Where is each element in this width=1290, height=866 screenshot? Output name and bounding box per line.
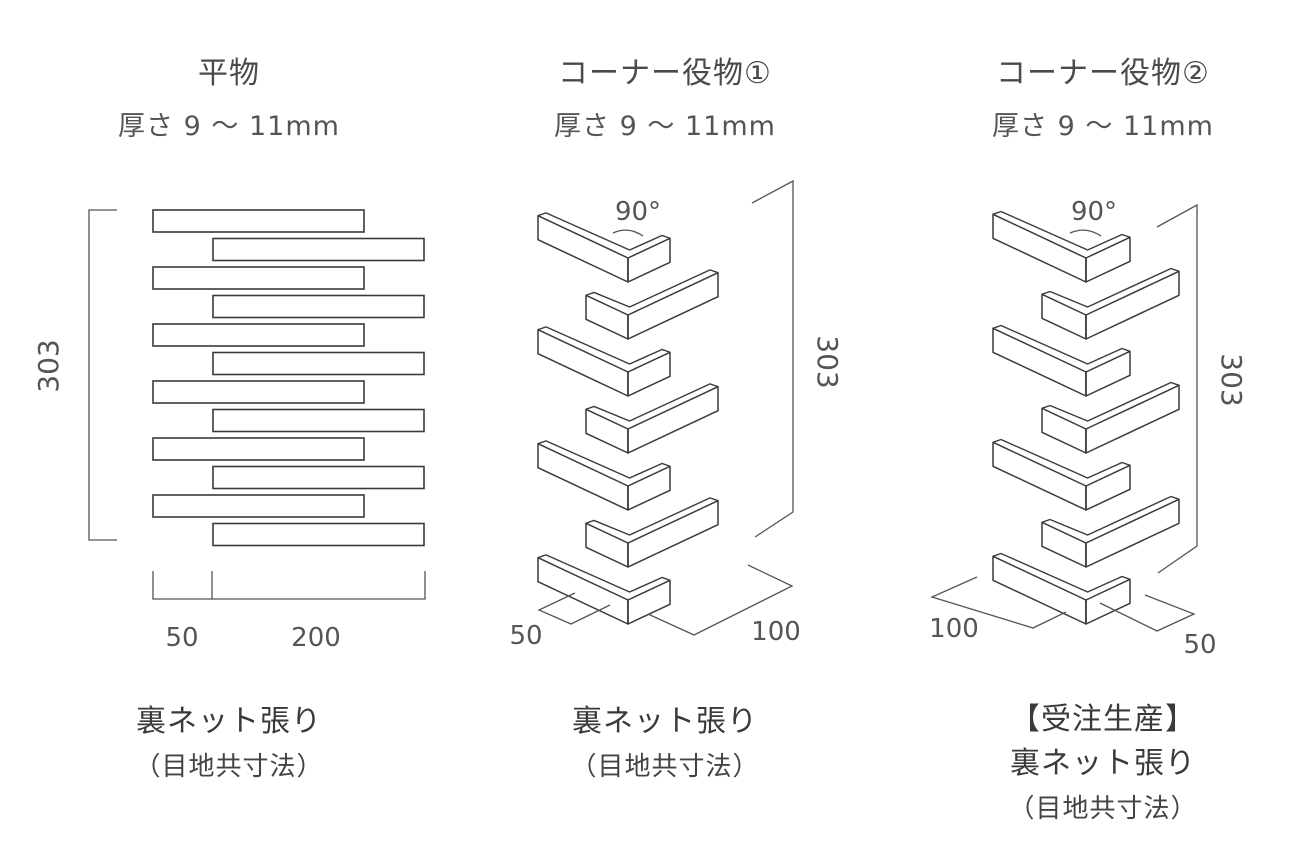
corner-1-left-label: 50 [509, 621, 542, 651]
corner-2-right-dimension [1099, 594, 1196, 632]
corner-brick-top-edge [992, 552, 1131, 593]
corner-brick-right-face [627, 237, 671, 283]
corner-brick-left-face [1041, 293, 1087, 340]
corner-brick-top-edge [585, 269, 719, 308]
corner-brick-right-face [627, 385, 719, 454]
corner-brick-right-face [1085, 464, 1131, 511]
corner-2-tile-stack [992, 210, 1180, 625]
panel-flat: 平物 厚さ 9 〜 11mm 裏ネット張り （目地共寸法） [14, 0, 444, 866]
flat-brick [212, 351, 425, 376]
panel-corner-1-footer-2: （目地共寸法） [570, 752, 760, 782]
corner-brick-left-face [992, 441, 1087, 511]
corner-brick-left-face [537, 442, 629, 511]
corner-brick-top-edge [1041, 381, 1180, 422]
panel-flat-thickness: 厚さ 9 〜 11mm [118, 111, 340, 142]
flat-tile-stack [152, 209, 425, 547]
panel-corner-1-footer-1: 裏ネット張り [572, 704, 758, 739]
corner-brick-top-edge [992, 324, 1131, 365]
corner-1-right-label: 100 [751, 617, 801, 647]
corner-1-height-dimension [751, 179, 794, 538]
corner-brick-right-face [1085, 350, 1131, 397]
flat-brick [212, 408, 425, 433]
corner-brick-left-face [537, 556, 629, 625]
panel-corner-1-title: コーナー役物① [558, 56, 772, 91]
corner-brick-right-face [1085, 578, 1131, 625]
corner-brick-right-face [627, 579, 671, 625]
panel-corner-1: コーナー役物① 厚さ 9 〜 11mm 裏ネット張り （目地共寸法） [450, 0, 880, 866]
corner-brick-right-face [627, 499, 719, 568]
flat-brick [152, 209, 365, 233]
corner-brick-right-face [627, 271, 719, 340]
panel-flat-title: 平物 [198, 56, 260, 91]
flat-height-dimension [88, 209, 117, 541]
flat-brick [212, 522, 425, 547]
flat-brick [152, 437, 365, 461]
flat-brick [152, 494, 365, 518]
panel-corner-2-footer-3: （目地共寸法） [1008, 794, 1198, 824]
corner-brick-right-face [1085, 498, 1180, 568]
panel-corner-2-thickness: 厚さ 9 〜 11mm [992, 111, 1214, 142]
corner-2-angle-arc [1069, 229, 1102, 237]
corner-brick-left-face [537, 328, 629, 397]
flat-width-label: 200 [291, 623, 341, 653]
corner-brick-top-edge [537, 554, 671, 593]
corner-brick-top-edge [585, 497, 719, 536]
corner-brick-top-edge [585, 383, 719, 422]
panel-corner-2-title: コーナー役物② [996, 56, 1210, 91]
corner-2-left-dimension [930, 576, 1067, 629]
corner-brick-right-face [1085, 270, 1180, 340]
corner-1-height-label: 303 [811, 335, 844, 388]
flat-brick [212, 237, 425, 262]
corner-2-angle-label: 90° [1071, 197, 1117, 227]
corner-brick-left-face [585, 408, 629, 454]
corner-brick-right-face [1085, 384, 1180, 454]
panel-corner-1-thickness: 厚さ 9 〜 11mm [554, 111, 776, 142]
corner-1-tile-stack [537, 212, 719, 625]
flat-brick [152, 266, 365, 290]
corner-brick-top-edge [537, 440, 671, 479]
panel-corner-2: コーナー役物② 厚さ 9 〜 11mm 【受注生産】 裏ネット張り （目地共寸法… [888, 0, 1290, 866]
flat-offset-label: 50 [165, 623, 198, 653]
corner-brick-top-edge [537, 326, 671, 365]
corner-brick-top-edge [992, 438, 1131, 479]
panel-flat-footer-2: （目地共寸法） [134, 752, 324, 782]
corner-brick-top-edge [1041, 267, 1180, 308]
panel-flat-footer-1: 裏ネット張り [136, 704, 322, 739]
corner-1-angle-label: 90° [615, 197, 661, 227]
panel-corner-2-footer-2: 裏ネット張り [1010, 746, 1196, 781]
panel-corner-2-footer-1: 【受注生産】 [1010, 702, 1196, 737]
corner-2-height-dimension [1156, 203, 1198, 574]
corner-brick-left-face [1041, 407, 1087, 454]
flat-height-label: 303 [32, 339, 65, 392]
corner-brick-right-face [627, 351, 671, 397]
corner-2-height-label: 303 [1215, 353, 1248, 406]
flat-width-dimension [152, 571, 426, 600]
flat-brick [212, 465, 425, 490]
corner-brick-left-face [585, 522, 629, 568]
corner-1-left-dimension [537, 592, 611, 625]
corner-brick-top-edge [992, 210, 1131, 251]
corner-brick-left-face [585, 294, 629, 340]
corner-brick-top-edge [1041, 495, 1180, 536]
corner-1-angle-arc [612, 229, 644, 237]
corner-brick-right-face [627, 465, 671, 511]
corner-brick-left-face [992, 555, 1087, 625]
flat-brick [152, 380, 365, 404]
flat-brick [212, 294, 425, 319]
corner-2-right-label: 50 [1183, 630, 1216, 660]
corner-2-left-label: 100 [929, 614, 979, 644]
corner-brick-right-face [1085, 236, 1131, 283]
corner-1-right-dimension [647, 564, 794, 636]
flat-brick [152, 323, 365, 347]
corner-brick-left-face [992, 327, 1087, 397]
corner-brick-top-edge [537, 212, 671, 251]
corner-brick-left-face [1041, 521, 1087, 568]
